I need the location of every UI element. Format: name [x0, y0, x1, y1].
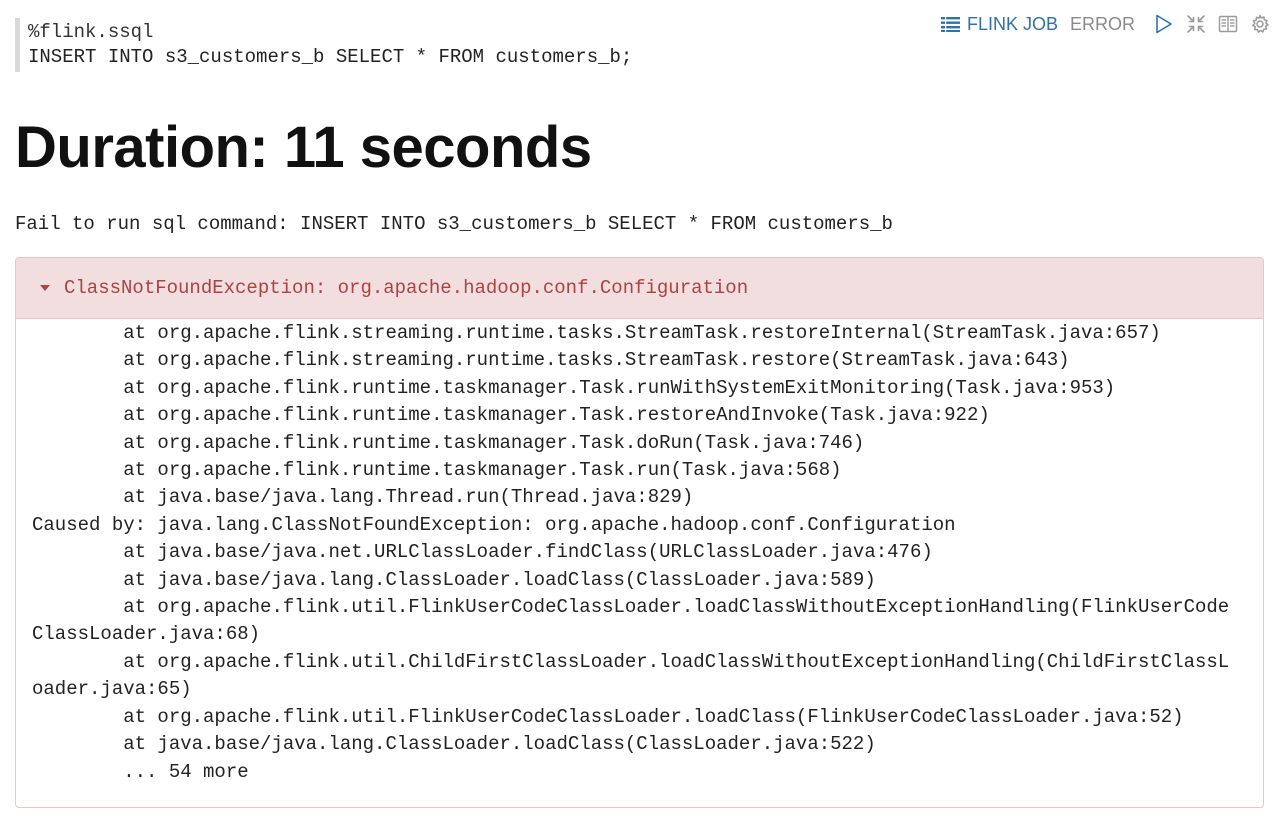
stack-line: at org.apache.flink.util.ChildFirstClass… — [32, 650, 1230, 673]
editor-line-interpreter[interactable]: %flink.ssql — [28, 21, 154, 43]
exception-toggle[interactable]: ClassNotFoundException: org.apache.hadoo… — [16, 258, 1263, 319]
stack-line: at org.apache.flink.util.FlinkUserCodeCl… — [32, 596, 1230, 619]
error-panel: ClassNotFoundException: org.apache.hadoo… — [15, 257, 1264, 808]
stack-line: at java.base/java.lang.Thread.run(Thread… — [32, 486, 694, 509]
status-badge: ERROR — [1069, 13, 1135, 34]
stack-line: oader.java:65) — [32, 678, 192, 701]
list-icon — [941, 14, 961, 34]
stack-line: at org.apache.flink.runtime.taskmanager.… — [32, 459, 842, 482]
book-icon[interactable] — [1217, 13, 1239, 35]
run-icon[interactable] — [1153, 13, 1175, 35]
stack-line: at org.apache.flink.streaming.runtime.ta… — [32, 349, 1070, 372]
stack-line: Caused by: java.lang.ClassNotFoundExcept… — [32, 513, 956, 536]
stack-line: at org.apache.flink.runtime.taskmanager.… — [32, 376, 1116, 399]
editor-line-sql[interactable]: INSERT INTO s3_customers_b SELECT * FROM… — [28, 46, 633, 68]
stack-line: ... 54 more — [32, 760, 249, 783]
gear-icon[interactable] — [1249, 13, 1271, 35]
stack-trace: at org.apache.flink.streaming.runtime.ta… — [16, 319, 1263, 786]
caret-down-icon — [40, 285, 50, 291]
stack-line: at org.apache.flink.streaming.runtime.ta… — [32, 322, 1161, 344]
stack-line: at java.base/java.net.URLClassLoader.fin… — [32, 541, 933, 564]
paragraph-toolbar: FLINK JOB ERROR — [941, 10, 1271, 38]
stack-line: ClassLoader.java:68) — [32, 623, 261, 646]
duration-heading: Duration: 11 seconds — [15, 115, 592, 180]
collapse-icon[interactable] — [1185, 13, 1207, 35]
stack-line: at org.apache.flink.runtime.taskmanager.… — [32, 431, 865, 454]
stack-line: at org.apache.flink.runtime.taskmanager.… — [32, 404, 990, 427]
fail-message: Fail to run sql command: INSERT INTO s3_… — [15, 213, 893, 235]
flink-job-label: FLINK JOB — [966, 13, 1058, 34]
stack-line: at org.apache.flink.util.FlinkUserCodeCl… — [32, 705, 1184, 728]
stack-line: at java.base/java.lang.ClassLoader.loadC… — [32, 568, 876, 591]
exception-header-text: ClassNotFoundException: org.apache.hadoo… — [64, 277, 749, 299]
code-editor[interactable]: %flink.ssql INSERT INTO s3_customers_b S… — [15, 18, 895, 72]
flink-job-link[interactable]: FLINK JOB — [941, 14, 1058, 35]
stack-line: at java.base/java.lang.ClassLoader.loadC… — [32, 733, 876, 756]
